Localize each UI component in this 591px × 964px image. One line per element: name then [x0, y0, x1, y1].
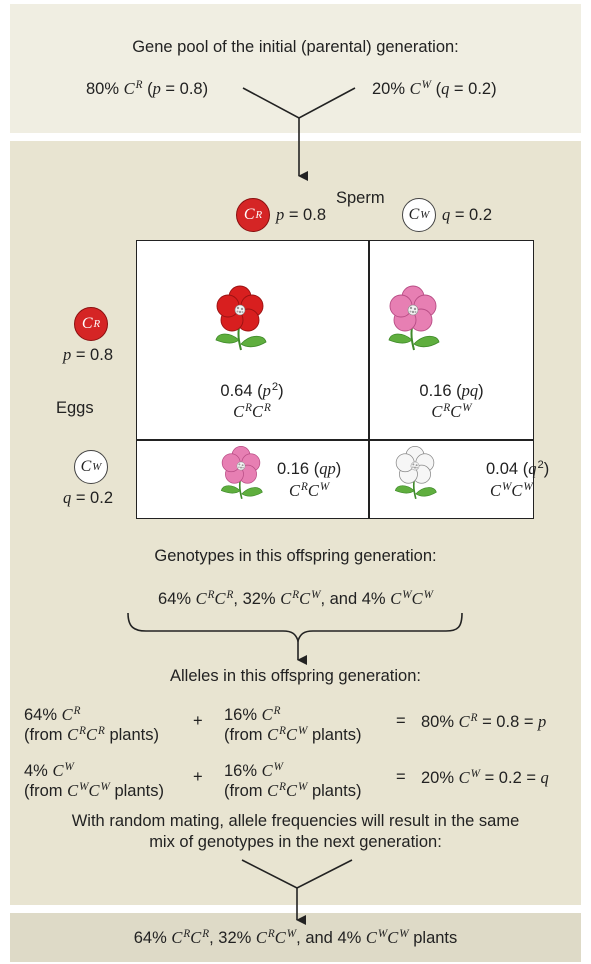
row1-term-a: 64% CR [24, 704, 81, 724]
eggs-label: Eggs [56, 399, 94, 417]
alleles-title: Alleles in this offspring generation: [169, 667, 421, 685]
row1-equals: = [396, 712, 406, 730]
row1-term-b-source: (from CRCW plants) [224, 724, 362, 744]
punnett-divider-vertical [368, 240, 370, 519]
row1-term-b: 16% CR [224, 704, 281, 724]
parental-title: Gene pool of the initial (parental) gene… [132, 38, 459, 56]
row2-equals: = [396, 768, 406, 786]
row2-result: 20% CW = 0.2 = q [421, 767, 549, 787]
row1-plus: + [193, 712, 203, 730]
row2-term-a: 4% CW [24, 760, 74, 780]
white-flower-icon [394, 445, 438, 500]
brace-genotypes [127, 612, 463, 665]
sperm-label: Sperm [336, 189, 385, 207]
genotypes-summary: 64% CRCR, 32% CRCW, and 4% CWCW [158, 588, 433, 608]
pink-flower-icon [220, 445, 264, 500]
cell-wr-genotype: CRCW [289, 480, 330, 500]
parental-gene-pool-panel [10, 4, 581, 133]
cell-rw-genotype: CRCW [431, 401, 472, 421]
cell-ww-genotype: CWCW [490, 480, 533, 500]
egg-w-frequency: q = 0.2 [63, 488, 113, 507]
row1-result: 80% CR = 0.8 = p [421, 711, 547, 731]
row1-term-a-source: (from CRCR plants) [24, 724, 159, 744]
egg-r-frequency: p = 0.8 [63, 345, 113, 364]
parental-right-allele-freq: 20% CW (q = 0.2) [372, 78, 497, 98]
row2-plus: + [193, 768, 203, 786]
sperm-r-frequency: p = 0.8 [276, 205, 326, 224]
converge-arrow-bottom [241, 859, 353, 925]
cell-wr-frequency: 0.16 (qp) [277, 459, 342, 478]
punnett-square [136, 240, 534, 519]
row2-term-b-source: (from CRCW plants) [224, 780, 362, 800]
next-generation-summary: 64% CRCR, 32% CRCW, and 4% CWCW plants [133, 927, 458, 947]
cell-ww-frequency: 0.04 (q2) [486, 458, 550, 478]
next-generation-panel [10, 913, 581, 962]
cell-rw-frequency: 0.16 (pq) [419, 381, 484, 400]
genotypes-title: Genotypes in this offspring generation: [154, 547, 437, 565]
random-mating-line1: With random mating, allele frequencies w… [71, 812, 520, 830]
punnett-divider-horizontal [136, 439, 534, 441]
cell-rr-frequency: 0.64 (p2) [220, 380, 284, 400]
pink-flower-icon [388, 285, 440, 351]
parental-left-allele-freq: 80% CR (p = 0.8) [86, 78, 209, 98]
sperm-w-frequency: q = 0.2 [442, 205, 492, 224]
row2-term-b: 16% CW [224, 760, 283, 780]
converge-arrow-top [242, 87, 356, 181]
red-flower-icon [215, 285, 267, 351]
random-mating-line2: mix of genotypes in the next generation: [149, 833, 442, 851]
row2-term-a-source: (from CWCW plants) [24, 780, 164, 800]
cell-rr-genotype: CRCR [233, 401, 271, 421]
